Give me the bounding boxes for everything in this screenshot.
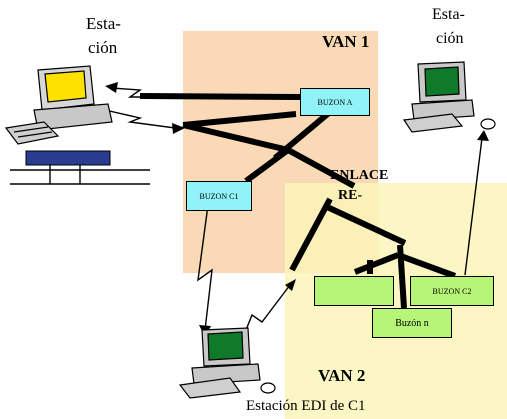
signal-edi-to-van <box>241 284 291 341</box>
line-station-to-buzon-a <box>139 93 301 100</box>
mailbox-unnamed <box>314 276 394 306</box>
label-link-1: ENLACE <box>330 168 389 183</box>
modem-icon <box>25 150 111 166</box>
mailbox-c1: BUZON C1 <box>186 181 252 211</box>
mailbox-c2: BUZON C2 <box>410 276 494 306</box>
line-backbone-a <box>182 111 297 128</box>
signal-from-left-station <box>104 109 176 129</box>
mailbox-a: BUZON A <box>300 88 370 116</box>
label-station-left-2: ción <box>88 38 118 57</box>
computer-workstation-icon <box>178 327 276 399</box>
line-hub-right <box>396 252 457 279</box>
label-station-left-1: Esta- <box>86 14 121 33</box>
label-station-right-1: Esta- <box>432 6 465 23</box>
label-station-right-2: ción <box>436 30 464 47</box>
label-van-1: VAN 1 <box>322 32 370 51</box>
arrow-head-van-entry <box>172 123 185 134</box>
arrow-head-van2-entry <box>285 279 296 291</box>
label-edi-station: Estación EDI de C1 <box>246 398 366 414</box>
signal-c2-to-right-station <box>464 137 483 276</box>
line-hub-down <box>397 244 407 309</box>
line-hub-left <box>353 252 400 275</box>
line-to-buzon-a-upper <box>273 109 332 161</box>
line-to-hub <box>323 203 407 246</box>
mailbox-n: Buzón n <box>372 308 452 338</box>
arrow-head-left-station <box>105 82 118 93</box>
signal-c1-to-edi <box>197 204 213 331</box>
arrow-head-right-station <box>477 130 489 141</box>
line-backbone-main <box>182 122 356 189</box>
label-link-2: RE- <box>338 188 363 203</box>
computer-workstation-icon <box>4 65 150 185</box>
line-down-left <box>289 197 333 272</box>
label-van-2: VAN 2 <box>318 366 366 385</box>
computer-workstation-icon <box>402 61 496 133</box>
signal-to-left-station <box>111 87 175 98</box>
